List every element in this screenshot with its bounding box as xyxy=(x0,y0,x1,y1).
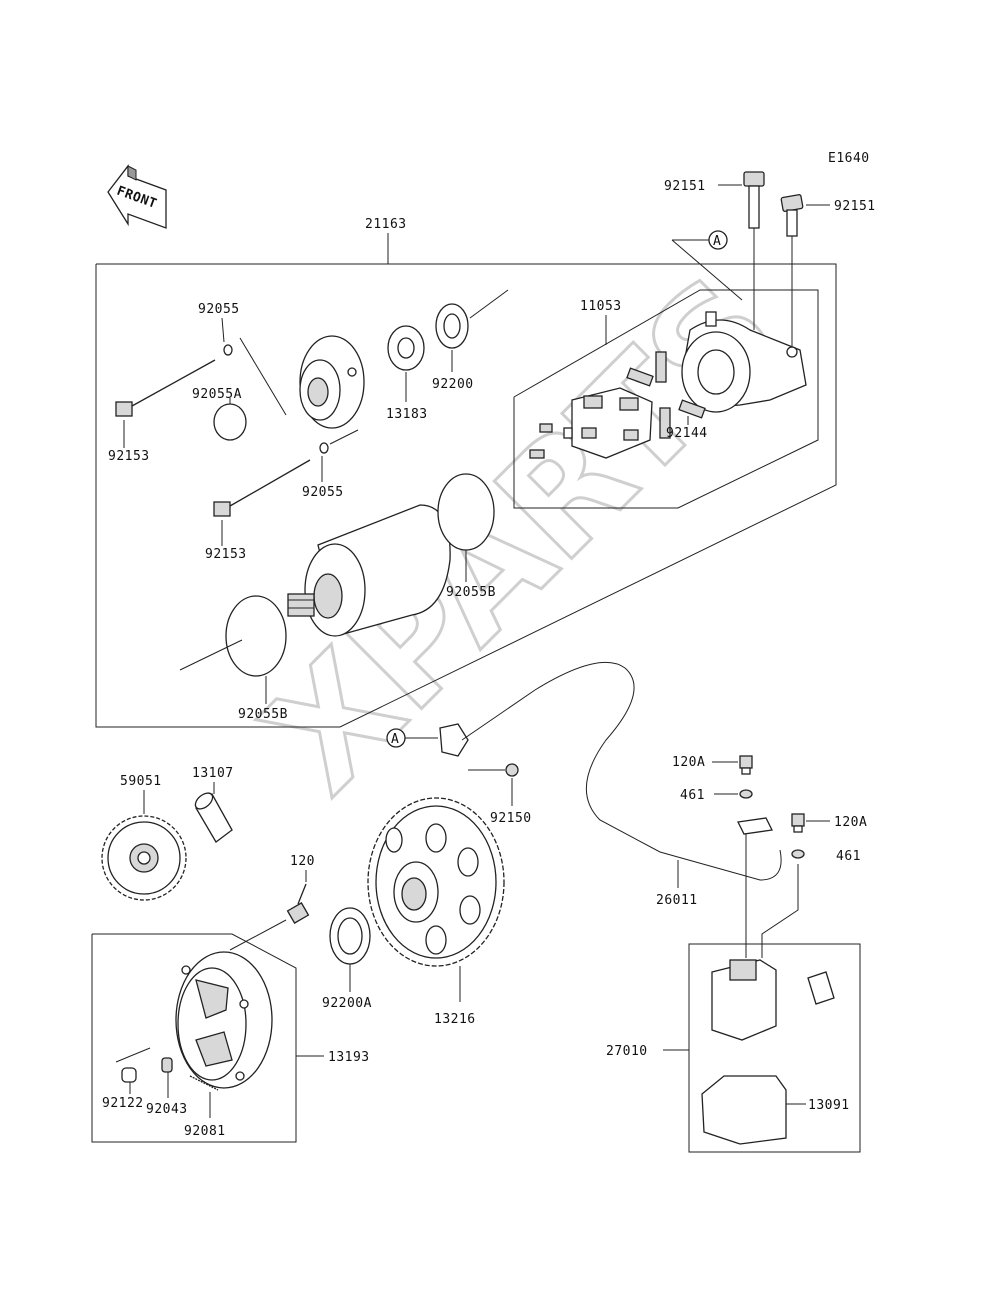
part-label-92151-right: 92151 xyxy=(834,199,876,214)
washer-461-right: 461 xyxy=(791,849,861,864)
starter-clutch-frame-13193: 13193 xyxy=(91,933,370,1143)
part-label-92150: 92150 xyxy=(490,811,532,826)
starter-relay xyxy=(711,959,835,1041)
washer-461-top: 461 xyxy=(680,788,753,803)
relay-cover-13091: 13091 xyxy=(701,1075,850,1145)
part-label-120: 120 xyxy=(290,854,315,869)
part-label-92055b-bottom: 92055B xyxy=(238,707,288,722)
bolt-92151-right: 92151 xyxy=(780,194,876,350)
part-label-13107: 13107 xyxy=(192,766,234,781)
part-label-92144: 92144 xyxy=(666,426,708,441)
spring-92081: 92081 xyxy=(184,1075,226,1139)
part-label-13183: 13183 xyxy=(386,407,428,422)
springs-92144: 92144 xyxy=(626,351,708,441)
bolt-120: 120 xyxy=(229,854,315,951)
rear-cover xyxy=(681,311,807,413)
roller-92122: 92122 xyxy=(102,1047,151,1111)
part-label-92055-top: 92055 xyxy=(198,302,240,317)
part-label-59051: 59051 xyxy=(120,774,162,789)
part-label-27010: 27010 xyxy=(606,1044,648,1059)
part-label-92043: 92043 xyxy=(146,1102,188,1117)
part-label-92055-mid: 92055 xyxy=(302,485,344,500)
part-label-92122: 92122 xyxy=(102,1096,144,1111)
brush-plate xyxy=(529,387,653,459)
pin-92043: 92043 xyxy=(146,1057,188,1117)
part-label-92055b-right: 92055B xyxy=(446,585,496,600)
washer-92200a: 92200A xyxy=(322,907,372,1011)
starter-cable-26011: A 26011 xyxy=(386,661,782,908)
part-label-120a-right: 120A xyxy=(834,815,867,830)
part-label-13216: 13216 xyxy=(434,1012,476,1027)
shaft-13107: 13107 xyxy=(192,766,234,843)
part-label-92153-top: 92153 xyxy=(108,449,150,464)
part-label-92055a: 92055A xyxy=(192,387,242,402)
diagram-code: E1640 xyxy=(828,151,870,166)
bolt-120a-top: 120A xyxy=(672,755,753,775)
svg-text:A: A xyxy=(391,732,399,747)
relay-frame-27010: 27010 xyxy=(606,943,861,1153)
part-label-21163: 21163 xyxy=(365,217,407,232)
oring-92055-mid: 92055 xyxy=(302,429,359,500)
part-label-461-top: 461 xyxy=(680,788,705,803)
bolt-120a-right: 120A xyxy=(791,813,867,833)
starter-assembly-frame: 21163 xyxy=(95,217,837,728)
washer-13183: 13183 xyxy=(386,325,428,422)
oring-92055-top: 92055 xyxy=(198,302,287,416)
oring-92055a: 92055A xyxy=(192,387,247,441)
svg-text:A: A xyxy=(713,234,721,249)
oring-92055b-right: 92055B xyxy=(437,473,496,600)
oring-92055b-bottom: 92055B xyxy=(179,595,288,722)
part-label-13091: 13091 xyxy=(808,1098,850,1113)
front-arrow-icon: FRONT xyxy=(107,164,167,229)
part-label-92200a: 92200A xyxy=(322,996,372,1011)
part-label-92081: 92081 xyxy=(184,1124,226,1139)
screw-92150: 92150 xyxy=(468,763,532,826)
through-bolt-92153-bottom: 92153 xyxy=(205,459,311,562)
part-label-461-right: 461 xyxy=(836,849,861,864)
part-label-26011: 26011 xyxy=(656,893,698,908)
bolt-92151-left: 92151 xyxy=(664,171,765,330)
washer-92200: 92200 xyxy=(432,289,509,392)
relay-cables xyxy=(737,817,799,958)
part-label-11053: 11053 xyxy=(580,299,622,314)
brush-holder-frame: 11053 xyxy=(513,289,819,509)
part-label-13193: 13193 xyxy=(328,1050,370,1065)
part-label-92151-left: 92151 xyxy=(664,179,706,194)
starter-clutch xyxy=(175,951,273,1089)
front-cover xyxy=(299,335,365,429)
part-label-92153-bottom: 92153 xyxy=(205,547,247,562)
ref-a-top: A xyxy=(671,230,790,301)
idle-gear-59051: 59051 xyxy=(101,774,187,901)
part-label-92200: 92200 xyxy=(432,377,474,392)
motor-yoke xyxy=(287,504,451,637)
part-label-120a-top: 120A xyxy=(672,755,705,770)
clutch-gear-13216: 13216 xyxy=(367,797,505,1027)
through-bolt-92153-top: 92153 xyxy=(108,359,216,464)
